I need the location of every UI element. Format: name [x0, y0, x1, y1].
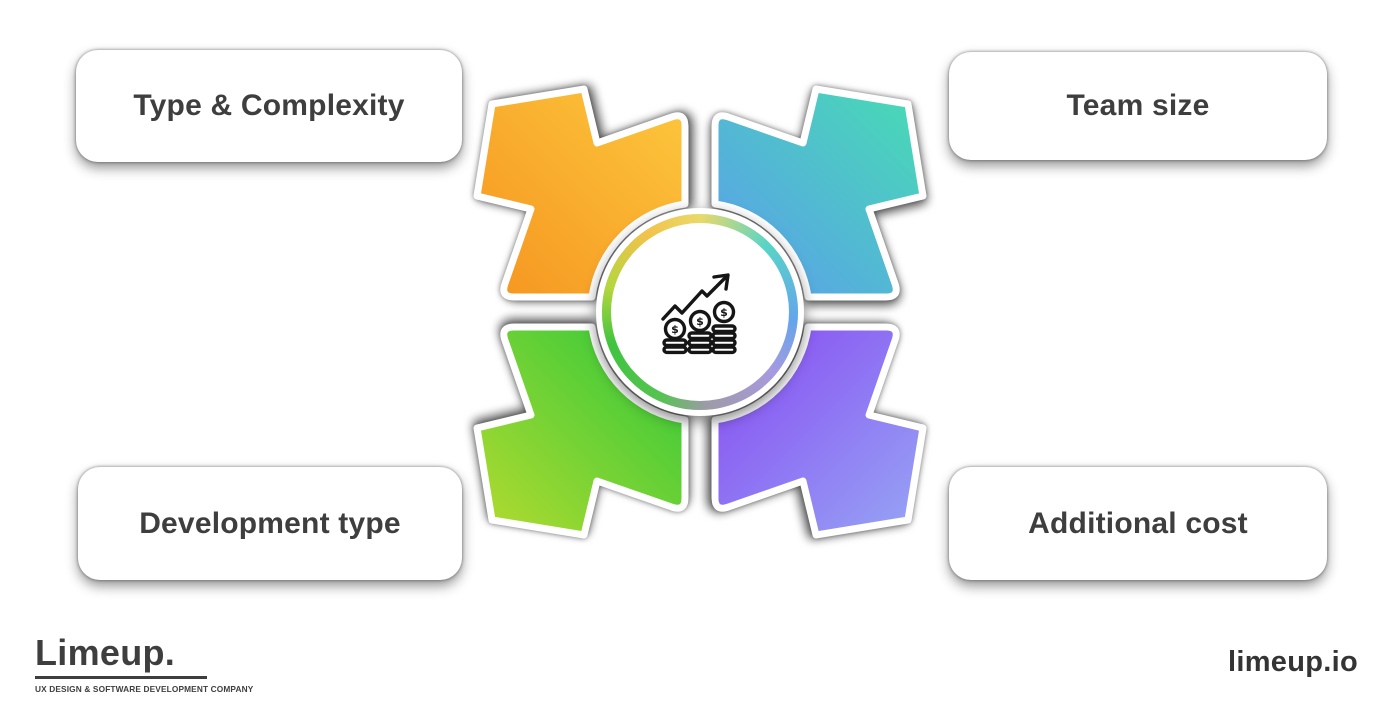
factor-label: Type & Complexity [133, 89, 405, 122]
money-growth-icon: $ $ $ [661, 273, 737, 355]
coin-disc [687, 331, 713, 341]
dollar-sign: $ [720, 306, 728, 319]
coin-disc [711, 338, 737, 348]
coin-disc [687, 345, 713, 355]
factor-box-type-complexity: Type & Complexity [76, 50, 462, 162]
trend-arrowhead [712, 273, 730, 291]
factor-box-additional-cost: Additional cost [949, 467, 1327, 580]
trend-line [661, 276, 727, 321]
coin-disc [711, 324, 737, 334]
coin-middle [688, 309, 712, 333]
coin-right [712, 300, 736, 324]
dollar-sign: $ [696, 315, 704, 328]
brand-divider [35, 676, 207, 679]
factor-label: Team size [1066, 89, 1210, 122]
coin-disc [687, 338, 713, 348]
brand-wordmark: Limeup. [35, 632, 176, 673]
coin-disc [711, 345, 737, 355]
factor-label: Additional cost [1028, 506, 1248, 540]
coin-disc [662, 338, 688, 348]
brand-logo: Limeup. UX design & software development… [35, 633, 253, 694]
factor-label: Development type [139, 506, 401, 540]
factor-box-development-type: Development type [78, 467, 462, 580]
coin-disc [711, 331, 737, 341]
website-logo: limeup.io [1228, 646, 1358, 678]
dollar-sign: $ [671, 323, 679, 336]
coin-disc [662, 345, 688, 355]
brand-tagline: UX design & software development company [35, 684, 254, 694]
factor-box-team-size: Team size [949, 52, 1327, 160]
